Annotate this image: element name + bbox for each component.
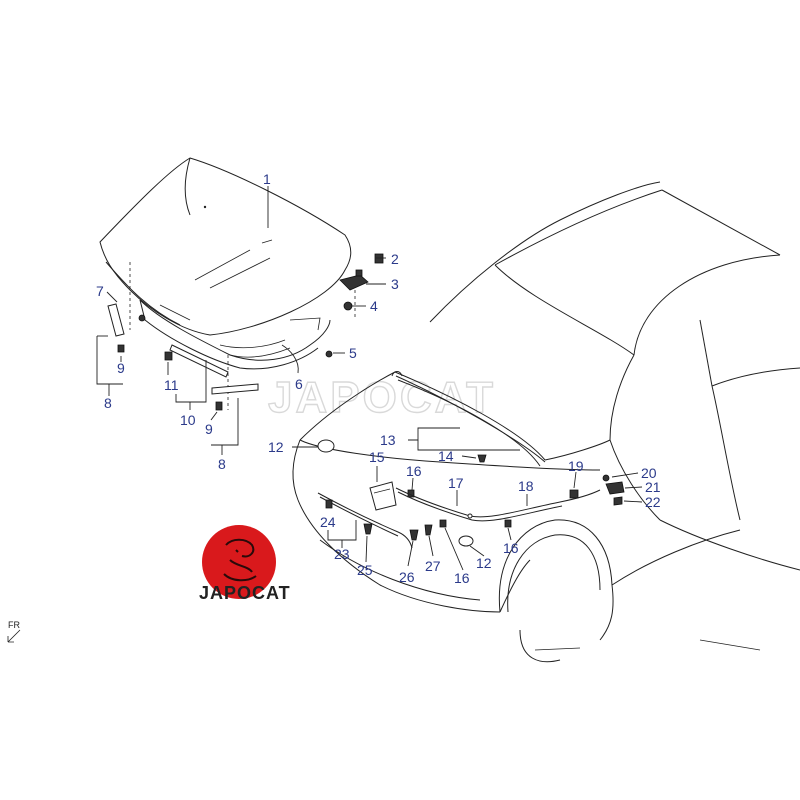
watermark: JAPOCAT (268, 373, 496, 422)
callout-1: 1 (263, 171, 271, 187)
callout-13: 13 (380, 432, 396, 448)
front-direction-marker: FR (7, 620, 21, 643)
callout-6: 6 (295, 376, 303, 392)
callout-3: 3 (391, 276, 399, 292)
hood-panel (99, 157, 356, 410)
parts (107, 253, 625, 549)
callout-17: 17 (448, 475, 464, 491)
fr-label: FR (8, 620, 20, 630)
callout-16-top: 16 (406, 463, 422, 479)
callout-5: 5 (349, 345, 357, 361)
brand-logo: JAPOCAT (199, 525, 291, 603)
callout-12-top: 12 (268, 439, 284, 455)
callout-15: 15 (369, 449, 385, 465)
callout-18: 18 (518, 478, 534, 494)
callout-8-top: 8 (104, 395, 112, 411)
callout-26: 26 (399, 569, 415, 585)
logo-cat-icon (223, 538, 257, 582)
callout-labels: 1 2 3 4 5 6 7 9 8 11 10 9 8 12 13 14 15 … (96, 171, 661, 586)
callout-10: 10 (180, 412, 196, 428)
logo-disc (202, 525, 276, 599)
callout-8-bottom: 8 (218, 456, 226, 472)
callout-4: 4 (370, 298, 378, 314)
callout-16-mid: 16 (454, 570, 470, 586)
car-body (292, 181, 800, 663)
callout-14: 14 (438, 448, 454, 464)
callout-23: 23 (334, 546, 350, 562)
callout-24: 24 (320, 514, 336, 530)
callout-22: 22 (645, 494, 661, 510)
callout-9-top: 9 (117, 360, 125, 376)
leader-lines (96, 186, 643, 571)
callout-19: 19 (568, 458, 584, 474)
callout-21: 21 (645, 479, 661, 495)
callout-11: 11 (164, 377, 179, 393)
callout-25: 25 (357, 562, 373, 578)
logo-text: JAPOCAT (199, 583, 291, 603)
callout-16-right: 16 (503, 540, 519, 556)
callout-7: 7 (96, 283, 104, 299)
callout-12-bottom: 12 (476, 555, 492, 571)
callout-2: 2 (391, 251, 399, 267)
callout-20: 20 (641, 465, 657, 481)
callout-9-bottom: 9 (205, 421, 213, 437)
fr-arrow-icon (7, 629, 21, 643)
callout-27: 27 (425, 558, 441, 574)
